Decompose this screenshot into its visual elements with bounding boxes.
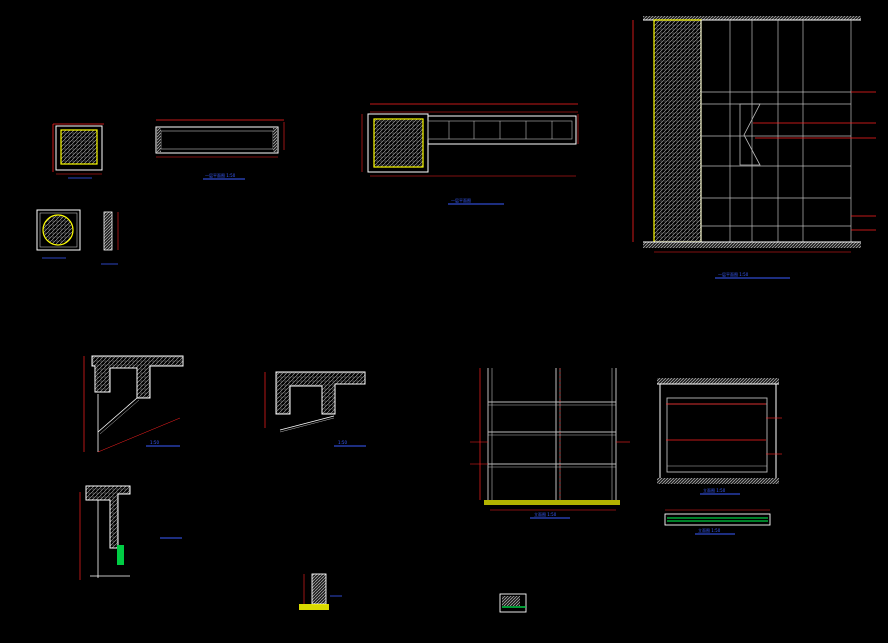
detail-panel-elevation	[657, 378, 782, 495]
detail-panel-strip	[664, 509, 771, 535]
caption-panel-elevation: 立面图 1:50	[703, 487, 726, 493]
detail-section-b	[264, 371, 366, 447]
detail-base	[299, 573, 342, 610]
caption-panel-strip: 立面图 1:50	[698, 527, 721, 533]
detail-wall-elevation	[632, 16, 876, 279]
detail-round-column	[36, 209, 119, 265]
caption-cabinet-plan: 一层平面图	[451, 197, 471, 203]
drawing-captions: 一层平面图 1:50 一层平面图 一层平面图 1:50 1:50 1:50 立面…	[150, 172, 749, 533]
caption-grid-elevation: 立面图 1:50	[534, 511, 557, 517]
detail-small-corner	[499, 593, 527, 613]
caption-wall-elevation: 一层平面图 1:50	[718, 271, 749, 277]
caption-cabinet-elevation: 一层平面图 1:50	[205, 172, 236, 178]
detail-cabinet-strip	[155, 119, 285, 180]
caption-section-a: 1:50	[150, 440, 159, 445]
caption-section-b: 1:50	[338, 440, 347, 445]
detail-section-a	[83, 355, 184, 453]
detail-grid-elevation	[470, 368, 630, 519]
detail-cabinet-plan	[361, 103, 579, 205]
detail-wall-corner	[79, 485, 182, 580]
detail-square-column	[52, 123, 104, 179]
